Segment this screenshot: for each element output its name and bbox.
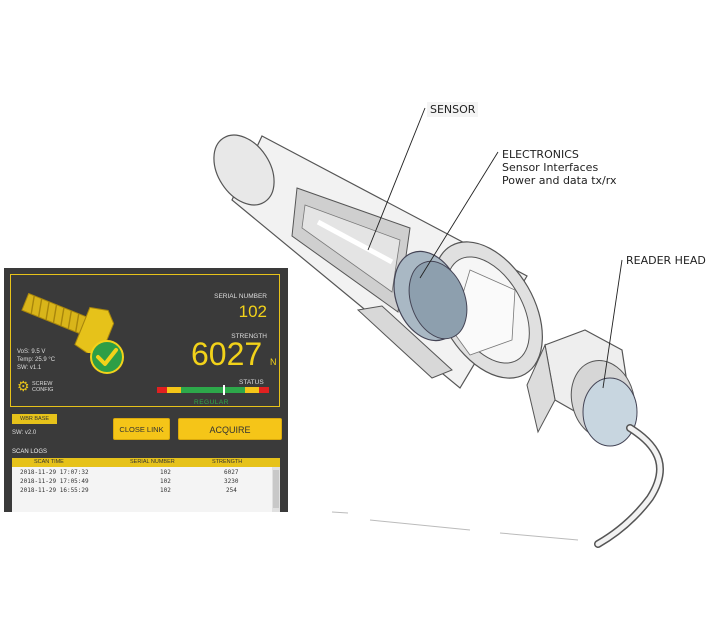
- check-icon: [90, 340, 124, 374]
- status-label: STATUS: [239, 379, 264, 386]
- strength-label: STRENGTH: [231, 333, 267, 340]
- status-gauge-segment: [245, 387, 259, 393]
- scan-logs-header: SCAN TIME SERIAL NUMBER STRENGTH: [12, 458, 280, 467]
- table-row[interactable]: 2018-11-29 17:07:32 102 6027: [12, 468, 270, 477]
- ground-shadow: [331, 511, 579, 541]
- cell-scan-time: 2018-11-29 17:05:49: [20, 478, 89, 485]
- scan-logs-table: SCAN TIME SERIAL NUMBER STRENGTH 2018-11…: [12, 458, 280, 512]
- screw-config-label[interactable]: SCREW: [32, 381, 53, 387]
- scan-logs-title: SCAN LOGS: [12, 449, 48, 455]
- device-software-version: SW: v1.1: [17, 365, 42, 371]
- electronics-label: ELECTRONICS Sensor Interfaces Power and …: [502, 148, 617, 187]
- reader-leader-line: [602, 259, 623, 389]
- cell-strength: 6027: [224, 469, 239, 476]
- sensor-label: SENSOR: [427, 102, 479, 117]
- header-strength: STRENGTH: [212, 459, 243, 465]
- reader-head: [526, 329, 664, 548]
- cell-strength: 3230: [224, 478, 239, 485]
- electronics-leader-line: [419, 151, 499, 279]
- sensor-leader-line: [367, 107, 426, 251]
- electronics-line-3: Power and data tx/rx: [502, 174, 617, 187]
- header-scan-time: SCAN TIME: [34, 459, 64, 465]
- header-serial-number: SERIAL NUMBER: [130, 459, 175, 465]
- electronics-module: [393, 250, 468, 342]
- cell-serial: 102: [160, 487, 171, 494]
- wbr-base-tag: WBR BASE: [12, 414, 58, 424]
- status-gauge-segment: [167, 387, 181, 393]
- status-gauge: [157, 387, 269, 393]
- cell-strength: 254: [226, 487, 237, 494]
- base-software-version: SW: v2.0: [12, 430, 37, 436]
- reader-head-label: READER HEAD: [626, 254, 706, 267]
- cell-scan-time: 2018-11-29 16:55:29: [20, 487, 89, 494]
- cell-serial: 102: [160, 478, 171, 485]
- status-gauge-segment: [180, 387, 213, 393]
- status-gauge-segment: [258, 387, 269, 393]
- serial-number-label: SERIAL NUMBER: [214, 293, 267, 300]
- gear-icon[interactable]: ⚙: [17, 378, 30, 394]
- status-marker: [223, 385, 226, 395]
- screw-config-label-2[interactable]: CONFIG: [32, 387, 54, 393]
- serial-number-value: 102: [238, 302, 267, 321]
- electronics-title: ELECTRONICS: [502, 148, 579, 161]
- cell-scan-time: 2018-11-29 17:07:32: [20, 469, 89, 476]
- status-value: REGULAR: [194, 399, 229, 406]
- scrollbar-thumb[interactable]: [273, 470, 279, 508]
- acquire-button[interactable]: ACQUIRE: [178, 418, 282, 440]
- table-row[interactable]: 2018-11-29 16:55:29 102 254: [12, 486, 270, 495]
- strength-value: 6027: [191, 336, 263, 372]
- measurement-box: VoS: 9.5 V Temp: 25.9 °C SW: v1.1 ⚙ SCRE…: [10, 274, 280, 407]
- status-gauge-segment: [212, 387, 246, 393]
- reader-app-panel: VoS: 9.5 V Temp: 25.9 °C SW: v1.1 ⚙ SCRE…: [4, 268, 288, 512]
- close-link-button[interactable]: CLOSE LINK: [113, 418, 170, 440]
- electronics-line-2: Sensor Interfaces: [502, 161, 599, 174]
- cell-serial: 102: [160, 469, 171, 476]
- table-row[interactable]: 2018-11-29 17:05:49 102 3230: [12, 477, 270, 486]
- vos-value: VoS: 9.5 V: [17, 349, 46, 355]
- strength-unit: N: [270, 357, 277, 367]
- status-gauge-segment: [157, 387, 168, 393]
- scan-logs-scrollbar[interactable]: [272, 467, 280, 512]
- temperature-value: Temp: 25.9 °C: [17, 357, 56, 363]
